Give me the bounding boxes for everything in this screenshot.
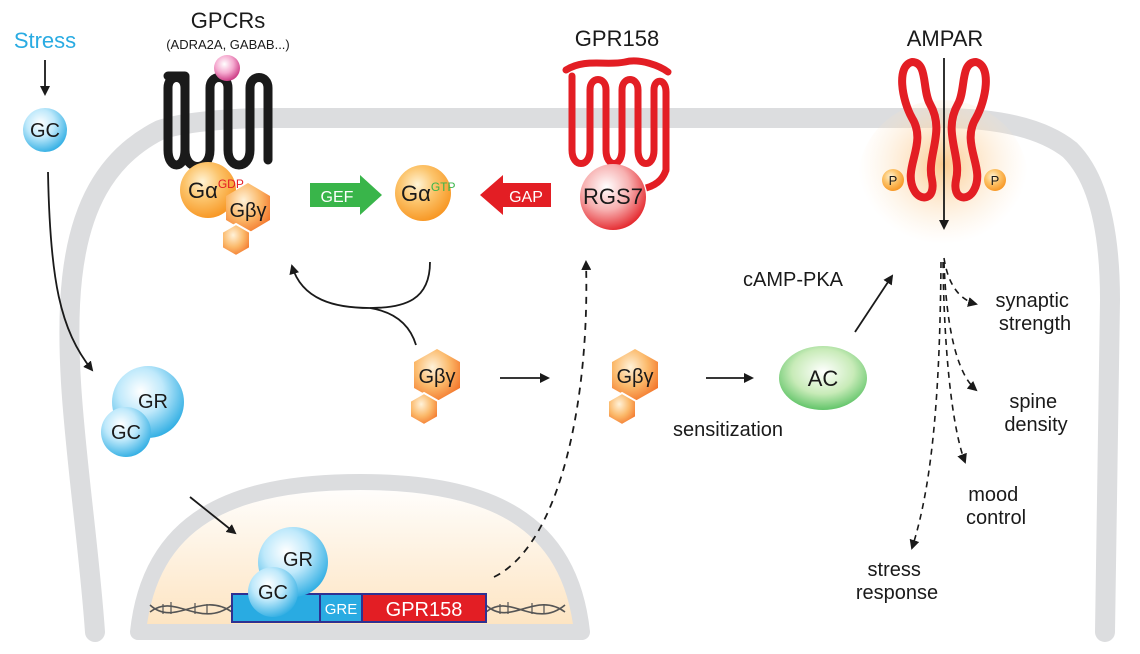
mood-control-line1: mood xyxy=(968,484,1018,506)
rgs7-ball xyxy=(580,164,646,230)
phospho-right-label: P xyxy=(991,173,1000,188)
gpr158-tail xyxy=(644,168,670,192)
mood-control-line2: control xyxy=(966,507,1026,529)
synaptic-strength-arrow xyxy=(943,257,978,307)
gc-cytoplasm-ball xyxy=(101,407,151,457)
gap-label: GAP xyxy=(509,189,543,206)
ampar-glow xyxy=(858,100,1028,260)
gef-label: GEF xyxy=(321,189,354,206)
gpcr-ligand-ball xyxy=(214,55,240,81)
gr-label: GR xyxy=(138,391,168,413)
gc-bound-label: GC xyxy=(258,582,288,604)
gap-arrow xyxy=(480,175,551,215)
stress-response-line1: stress xyxy=(868,559,921,581)
g-beta-gamma-branch xyxy=(369,307,417,346)
g-beta-gamma-free-label: Gβγ xyxy=(418,366,455,388)
stress-response-line2: response xyxy=(856,582,938,604)
cell-membrane xyxy=(59,108,1121,642)
g-beta-gamma-release-arrow xyxy=(289,261,431,309)
gr-bound-label: GR xyxy=(283,549,313,571)
g-beta-gamma-membrane-label: Gβγ xyxy=(229,200,266,222)
gpcrs-subtitle: (ADRA2A, GABAB...) xyxy=(166,37,290,52)
gc-cytoplasm-label: GC xyxy=(111,422,141,444)
gc-bound-ball xyxy=(248,567,298,617)
g-alpha-gdp-ball xyxy=(180,162,236,218)
spine-density-line1: spine xyxy=(1009,391,1057,413)
gre-label: GRE xyxy=(325,601,358,618)
g-alpha-gtp-ball xyxy=(395,165,451,221)
ac-to-ampar-arrow xyxy=(854,274,894,333)
gpcr-receptor-loop xyxy=(163,73,190,170)
spine-density-arrow xyxy=(943,261,978,392)
synaptic-strength-line1: synaptic xyxy=(996,290,1069,312)
phospho-right-ball xyxy=(984,169,1006,191)
sensitization-label: sensitization xyxy=(673,419,783,441)
ampar-title: AMPAR xyxy=(907,26,984,51)
g-beta-gamma-sensitized-label: Gβγ xyxy=(616,366,653,388)
g-alpha-gdp-text: Gα xyxy=(188,178,218,203)
gr-to-nucleus-arrow xyxy=(189,496,237,535)
gc-to-gr-arrow xyxy=(47,171,94,372)
ac-label: AC xyxy=(808,366,839,391)
gpr158-receptor xyxy=(562,57,672,174)
phospho-left-label: P xyxy=(889,173,898,188)
stress-response-label: stress response xyxy=(856,559,938,604)
mood-control-label: mood control xyxy=(966,484,1026,529)
gpr158-gene-box xyxy=(361,593,487,623)
synaptic-strength-label: synaptic strength xyxy=(996,290,1075,335)
ampar-right-subunit xyxy=(947,58,990,202)
gdp-superscript: GDP xyxy=(218,177,244,191)
gpr158-expression-arrow xyxy=(493,260,592,578)
g-beta-gamma-sensitized xyxy=(607,349,658,427)
g-beta-gamma-free xyxy=(409,349,460,427)
synaptic-strength-line2: strength xyxy=(999,313,1071,335)
downstream-effects xyxy=(909,257,978,550)
dna-strand xyxy=(149,602,566,615)
camp-pka-label: cAMP-PKA xyxy=(743,269,844,291)
phospho-left-ball xyxy=(882,169,904,191)
mood-control-arrow xyxy=(942,261,967,464)
gtp-superscript: GTP xyxy=(431,180,456,194)
gpr158-gene-label: GPR158 xyxy=(386,599,463,621)
gpr158-title: GPR158 xyxy=(575,26,659,51)
gc-ball xyxy=(23,108,67,152)
stress-response-arrow xyxy=(909,261,942,550)
rgs7-label: RGS7 xyxy=(583,184,643,209)
g-beta-gamma-membrane xyxy=(221,183,270,258)
spine-density-line2: density xyxy=(1004,414,1067,436)
ampar-left-subunit xyxy=(898,58,941,202)
g-alpha-gdp-label: GαGDP xyxy=(188,177,244,203)
gef-arrow xyxy=(310,175,382,215)
gpcrs-title: GPCRs xyxy=(191,8,266,33)
g-alpha-gtp-text: Gα xyxy=(401,181,431,206)
ac-ball xyxy=(779,346,867,410)
stress-label: Stress xyxy=(14,28,76,53)
spine-density-label: spine density xyxy=(1004,391,1067,436)
g-alpha-gtp-label: GαGTP xyxy=(401,180,456,206)
gc-label: GC xyxy=(30,120,60,142)
